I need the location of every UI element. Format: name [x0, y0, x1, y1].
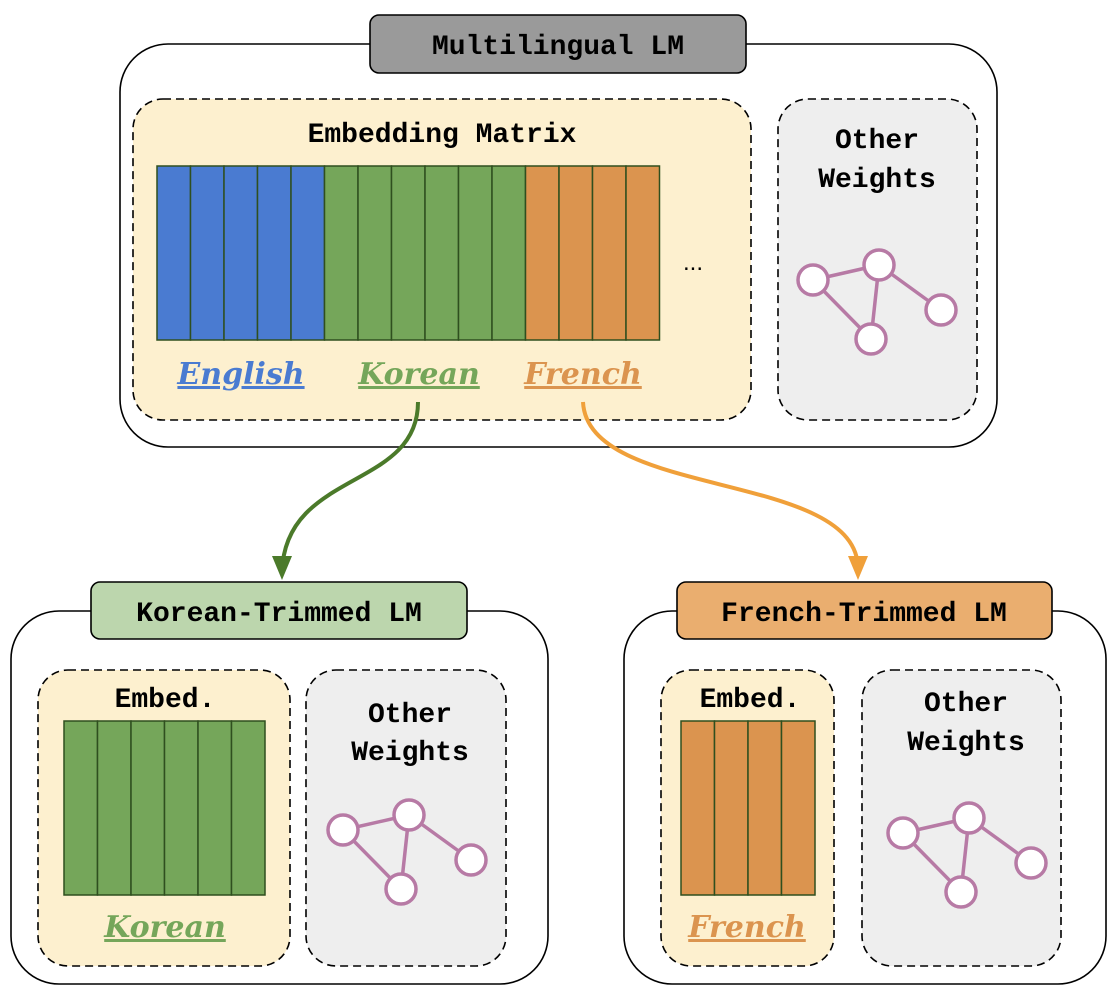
- korean-model-title-box: [90, 581, 468, 640]
- french-embedding-column: [625, 165, 661, 341]
- english-embedding-column: [290, 165, 326, 341]
- korean-embedding-column: [197, 720, 233, 896]
- korean-embedding-column: [96, 720, 132, 896]
- korean-embedding-column: [390, 165, 426, 341]
- korean-embedding-column: [323, 165, 359, 341]
- french-trimmed-model: French-Trimmed LM Embed. French Other We…: [623, 581, 1107, 985]
- korean-other-weights-line1: Other: [368, 700, 452, 731]
- korean-embedding-matrix: [63, 720, 266, 896]
- english-label: English: [176, 357, 304, 392]
- french-embedding-column: [680, 720, 716, 896]
- graph-node: [326, 813, 360, 847]
- french-model-title-box: [676, 581, 1053, 640]
- graph-node: [796, 263, 830, 297]
- korean-embedding-title: Embed.: [115, 685, 216, 716]
- french-embedding-column: [713, 720, 749, 896]
- graph-node: [924, 293, 958, 327]
- multilingual-model-title: Multilingual LM: [432, 32, 684, 63]
- french-other-weights-line1: Other: [924, 689, 1008, 720]
- french-embedding-title: Embed.: [700, 685, 801, 716]
- french-embedding-label: French: [687, 910, 806, 945]
- korean-embedding-column: [230, 720, 266, 896]
- other-weights-label-line1: Other: [835, 126, 919, 157]
- korean-embedding-column: [424, 165, 460, 341]
- french-embedding-column: [558, 165, 594, 341]
- graph-node: [862, 248, 896, 282]
- french-embedding-column: [524, 165, 560, 341]
- french-other-weights-line2: Weights: [907, 728, 1025, 759]
- french-embedding-column: [591, 165, 627, 341]
- french-label: French: [523, 357, 642, 392]
- korean-embedding-column: [63, 720, 99, 896]
- french-embedding-matrix: [680, 720, 816, 896]
- korean-trim-arrowhead: [272, 556, 292, 580]
- ellipsis-label: ...: [683, 249, 703, 276]
- embedding-matrix: [156, 165, 661, 341]
- korean-trim-arrow: [280, 401, 420, 573]
- korean-embedding-column: [130, 720, 166, 896]
- korean-model-title: Korean-Trimmed LM: [136, 599, 422, 630]
- graph-node: [886, 816, 920, 850]
- graph-node: [854, 322, 888, 356]
- graph-node: [454, 843, 488, 877]
- multilingual-model-title-box: [369, 14, 747, 74]
- english-embedding-column: [189, 165, 225, 341]
- graph-node: [1014, 846, 1048, 880]
- french-trim-arrowhead: [848, 556, 868, 580]
- graph-node: [944, 875, 978, 909]
- korean-embedding-column: [357, 165, 393, 341]
- graph-node: [384, 872, 418, 906]
- graph-network-icon: [796, 248, 958, 356]
- french-model-title: French-Trimmed LM: [721, 599, 1007, 630]
- graph-network-icon: [886, 801, 1048, 909]
- other-weights-label-line2: Weights: [818, 165, 936, 196]
- korean-trimmed-model: Korean-Trimmed LM Embed. Korean Other We…: [10, 581, 549, 985]
- graph-node: [952, 801, 986, 835]
- english-embedding-column: [256, 165, 292, 341]
- multilingual-model: Multilingual LM Embedding Matrix ... Eng…: [119, 14, 998, 448]
- korean-other-weights-line2: Weights: [351, 738, 469, 769]
- korean-embedding-label: Korean: [103, 910, 226, 945]
- korean-embedding-column: [491, 165, 527, 341]
- korean-label: Korean: [357, 357, 480, 392]
- english-embedding-column: [223, 165, 259, 341]
- embedding-matrix-title: Embedding Matrix: [308, 120, 577, 151]
- french-embedding-column: [747, 720, 783, 896]
- french-trim-arrow: [581, 401, 861, 571]
- english-embedding-column: [156, 165, 192, 341]
- korean-embedding-column: [163, 720, 199, 896]
- graph-network-icon: [326, 798, 488, 906]
- french-embedding-column: [780, 720, 816, 896]
- graph-node: [392, 798, 426, 832]
- korean-embedding-column: [457, 165, 493, 341]
